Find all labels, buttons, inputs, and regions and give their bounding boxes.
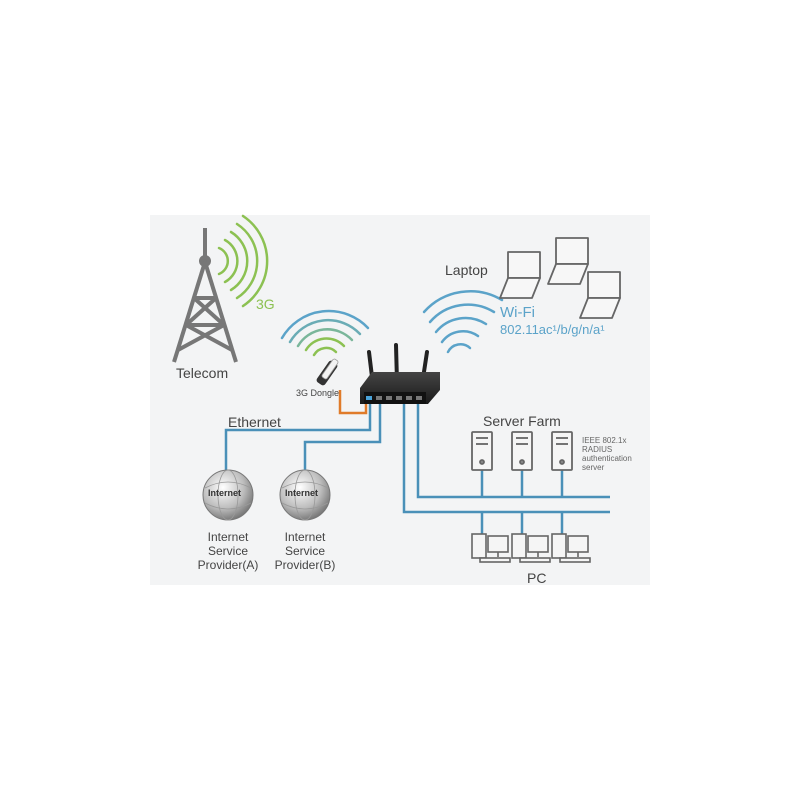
router-signal-waves [422,290,504,354]
server-bus [416,404,610,499]
laptop-icon [499,237,621,319]
isp-a-label: Internet Service Provider(A) [188,530,268,572]
desktop-pc-icon [471,533,591,563]
radius-note-line-2: RADIUS [582,445,613,454]
isp-b-link [303,404,382,470]
radius-note-line-3: authentication [582,454,632,463]
dongle-link [338,390,368,415]
dongle-label: 3G Dongle [296,388,340,398]
isp-b-line-1: Internet [284,530,326,544]
isp-a-line-1: Internet [207,530,249,544]
network-links [224,390,610,534]
globe-b-text: Internet [285,488,319,498]
isp-b-label: Internet Service Provider(B) [265,530,345,572]
cell-tower-icon [172,228,238,363]
wifi-standard-label: 802.11ac¹/b/g/n/a¹ [500,322,605,337]
dongle-signal-waves [280,309,370,357]
radius-note-line-4: server [582,463,605,472]
pc-bus [402,404,610,514]
radius-server-note: IEEE 802.1x RADIUS authentication server [582,436,632,472]
server-icon [471,431,573,471]
laptop-label: Laptop [445,262,488,278]
telecom-label: Telecom [176,365,229,381]
tower-signal-waves [217,214,269,308]
radius-note-line-1: IEEE 802.1x [582,436,627,445]
globe-a-text: Internet [208,488,242,498]
internet-globe-icon [279,469,331,521]
internet-globe-icon [202,469,254,521]
isp-b-line-2: Service [284,544,325,558]
isp-a-line-2: Service [207,544,248,558]
ethernet-label: Ethernet [228,414,281,430]
isp-a-line-3: Provider(A) [197,558,259,572]
pc-label: PC [527,570,547,586]
isp-a-link [224,404,372,470]
router-icon [360,343,440,404]
3g-label: 3G [256,296,275,312]
server-farm-label: Server Farm [483,413,561,429]
wifi-label: Wi-Fi [500,304,535,321]
isp-b-line-3: Provider(B) [274,558,336,572]
usb-dongle-icon [316,358,339,386]
